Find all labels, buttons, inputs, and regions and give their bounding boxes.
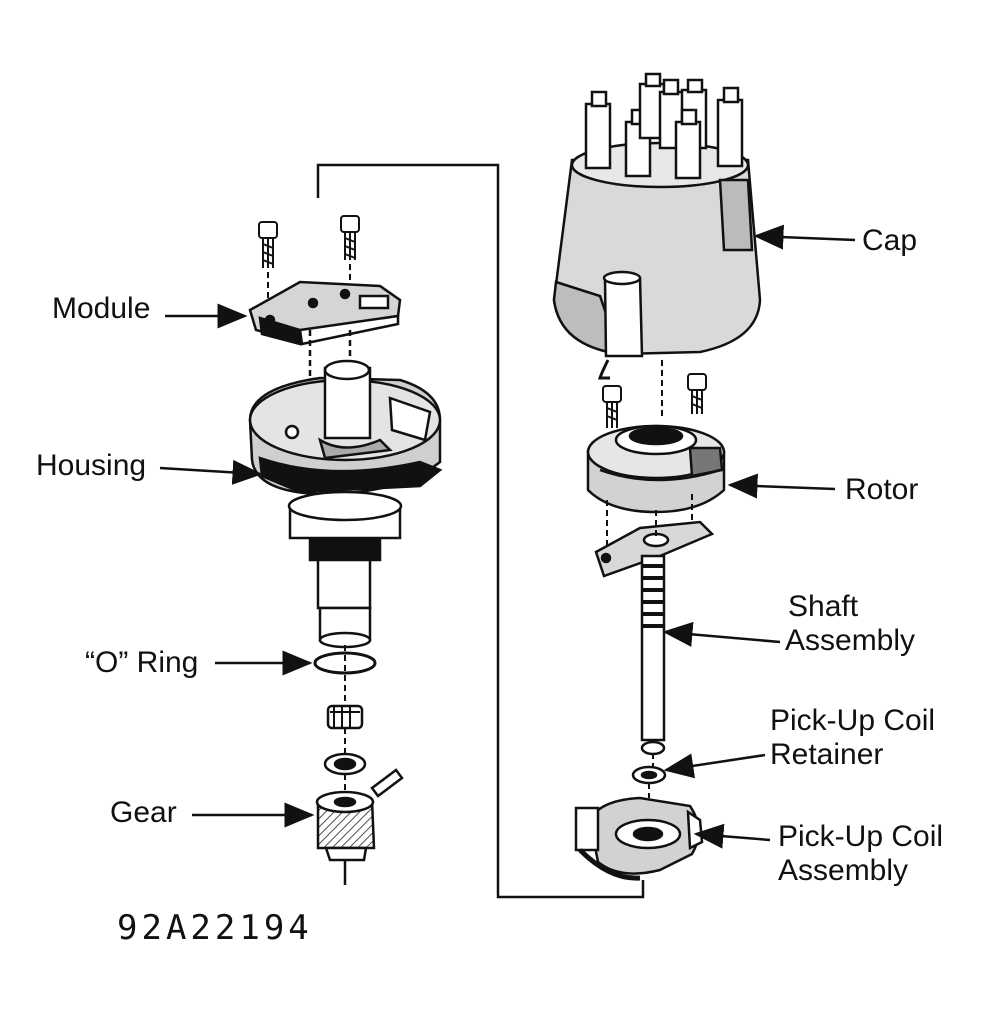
label-module: Module [52, 292, 151, 325]
label-retainer-line2: Retainer [770, 738, 884, 771]
shaft-part [640, 510, 666, 768]
label-housing: Housing [36, 449, 147, 482]
left-leader-arrows [159, 303, 315, 828]
coil-retainer-part [631, 765, 667, 800]
cap-part [552, 72, 762, 380]
rotor-screws [602, 360, 707, 428]
mount-plate [594, 494, 715, 578]
label-coil-line2: Assembly [778, 854, 909, 887]
o-ring-part [313, 645, 377, 702]
label-shaft-line1: Shaft [788, 590, 859, 623]
label-cap: Cap [862, 224, 918, 257]
label-gear: Gear [110, 796, 177, 829]
module-screws [258, 215, 360, 300]
pickup-coil-part [574, 796, 704, 881]
housing-part [248, 330, 443, 649]
module-part [248, 280, 402, 346]
gear-small-parts [323, 704, 404, 798]
right-leader-arrows [662, 224, 856, 849]
figure-code: 92A22194 [117, 908, 313, 948]
label-shaft-line2: Assembly [785, 624, 916, 657]
label-o-ring: “O” Ring [85, 646, 199, 679]
label-rotor: Rotor [845, 473, 919, 506]
gear-part [315, 790, 376, 885]
label-coil-line1: Pick-Up Coil [778, 820, 944, 853]
assembly-connector-line [316, 163, 645, 899]
rotor-part [586, 424, 726, 514]
label-retainer-line1: Pick-Up Coil [770, 704, 936, 737]
